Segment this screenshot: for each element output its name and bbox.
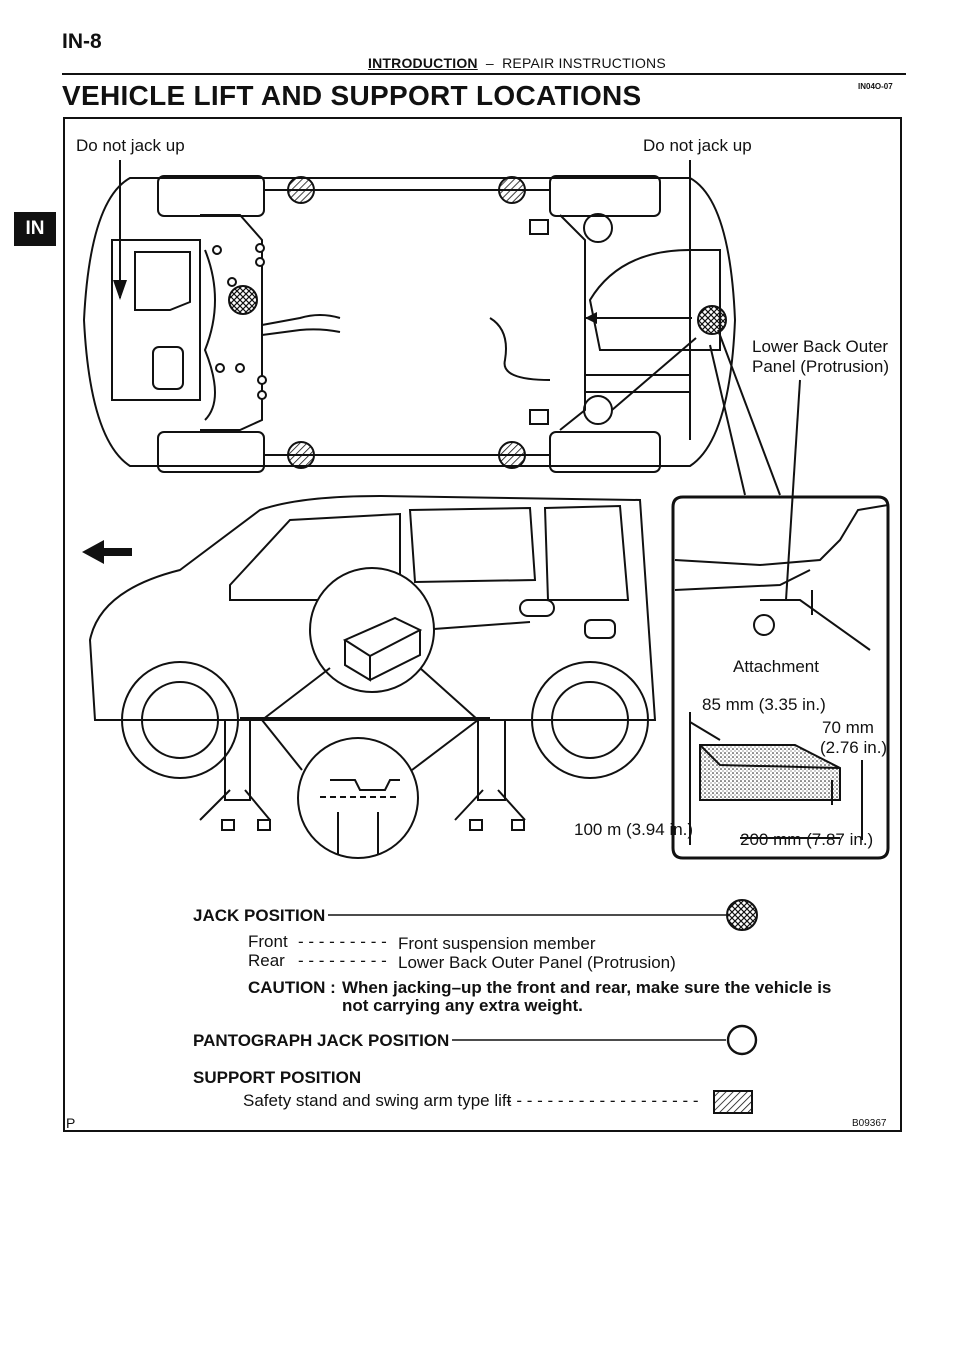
- legend-rear-desc: Lower Back Outer Panel (Protrusion): [398, 953, 676, 972]
- support-point-fr: [287, 441, 315, 469]
- label-lower-back-outer: Lower Back Outer: [752, 337, 889, 356]
- front-jack-point: [228, 285, 258, 315]
- support-point-rl: [498, 176, 526, 204]
- label-lower-back-panel: Panel (Protrusion): [752, 357, 890, 376]
- legend-jack-position: JACK POSITION: [193, 906, 326, 925]
- legend-rear-dashes: - - - - - - - - -: [298, 951, 387, 970]
- header-separator: –: [485, 55, 494, 71]
- support-position-symbol: [713, 1090, 753, 1114]
- dim-200mm: 200 mm (7.87 in.): [740, 830, 874, 849]
- front-direction-arrow-icon: [82, 540, 132, 564]
- dim-70mm: 70 mm: [822, 718, 874, 737]
- legend-support-dashes: - - - - - - - - - - - - - - - - - - -: [506, 1091, 699, 1110]
- page-number: IN-8: [62, 30, 102, 53]
- figure-id: B09367: [852, 1118, 887, 1129]
- dim-70mm-in: (2.76 in.): [820, 738, 888, 757]
- header-rule: [62, 73, 906, 75]
- detail-inset: [671, 495, 890, 860]
- legend-front-label: Front: [248, 932, 288, 951]
- legend-support-position: SUPPORT POSITION: [193, 1068, 362, 1087]
- caution-label: CAUTION :: [248, 978, 336, 997]
- caution-text-line1: When jacking–up the front and rear, make…: [342, 978, 832, 997]
- legend-front-dashes: - - - - - - - - -: [298, 932, 387, 951]
- underbody-view: [82, 160, 801, 601]
- label-do-not-jack-front: Do not jack up: [76, 136, 185, 155]
- figure-corner-letter: P: [66, 1115, 76, 1131]
- figure-frame: [63, 117, 902, 1132]
- pantograph-markers: [212, 243, 267, 400]
- header-section: INTRODUCTION: [368, 55, 478, 71]
- dim-85mm: 85 mm (3.35 in.): [702, 695, 826, 714]
- legend-rear-label: Rear: [248, 951, 285, 970]
- header-subsection: REPAIR INSTRUCTIONS: [502, 55, 666, 71]
- arrow-down-icon: [113, 280, 127, 300]
- label-do-not-jack-rear: Do not jack up: [643, 136, 752, 155]
- rear-jack-point: [697, 305, 727, 335]
- jack-position-symbol: [726, 899, 758, 931]
- document-id: IN04O-07: [858, 82, 893, 91]
- support-point-fl: [287, 176, 315, 204]
- arrow-left-icon: [585, 312, 597, 324]
- legend-pantograph: PANTOGRAPH JACK POSITION: [193, 1031, 450, 1050]
- jack-markers: [228, 176, 727, 469]
- legend-support-desc: Safety stand and swing arm type lift: [243, 1091, 512, 1110]
- side-view: [88, 494, 657, 859]
- page-title: VEHICLE LIFT AND SUPPORT LOCATIONS: [62, 80, 642, 111]
- caution-text-line2: not carrying any extra weight.: [342, 996, 583, 1015]
- legend-front-desc: Front suspension member: [398, 934, 596, 953]
- section-tab: IN: [14, 212, 56, 246]
- support-point-rr: [498, 441, 526, 469]
- pantograph-symbol: [726, 1024, 758, 1056]
- running-header: INTRODUCTION – REPAIR INSTRUCTIONS: [368, 55, 666, 71]
- dim-100mm: 100 m (3.94 in.): [574, 820, 694, 839]
- label-attachment: Attachment: [733, 657, 819, 676]
